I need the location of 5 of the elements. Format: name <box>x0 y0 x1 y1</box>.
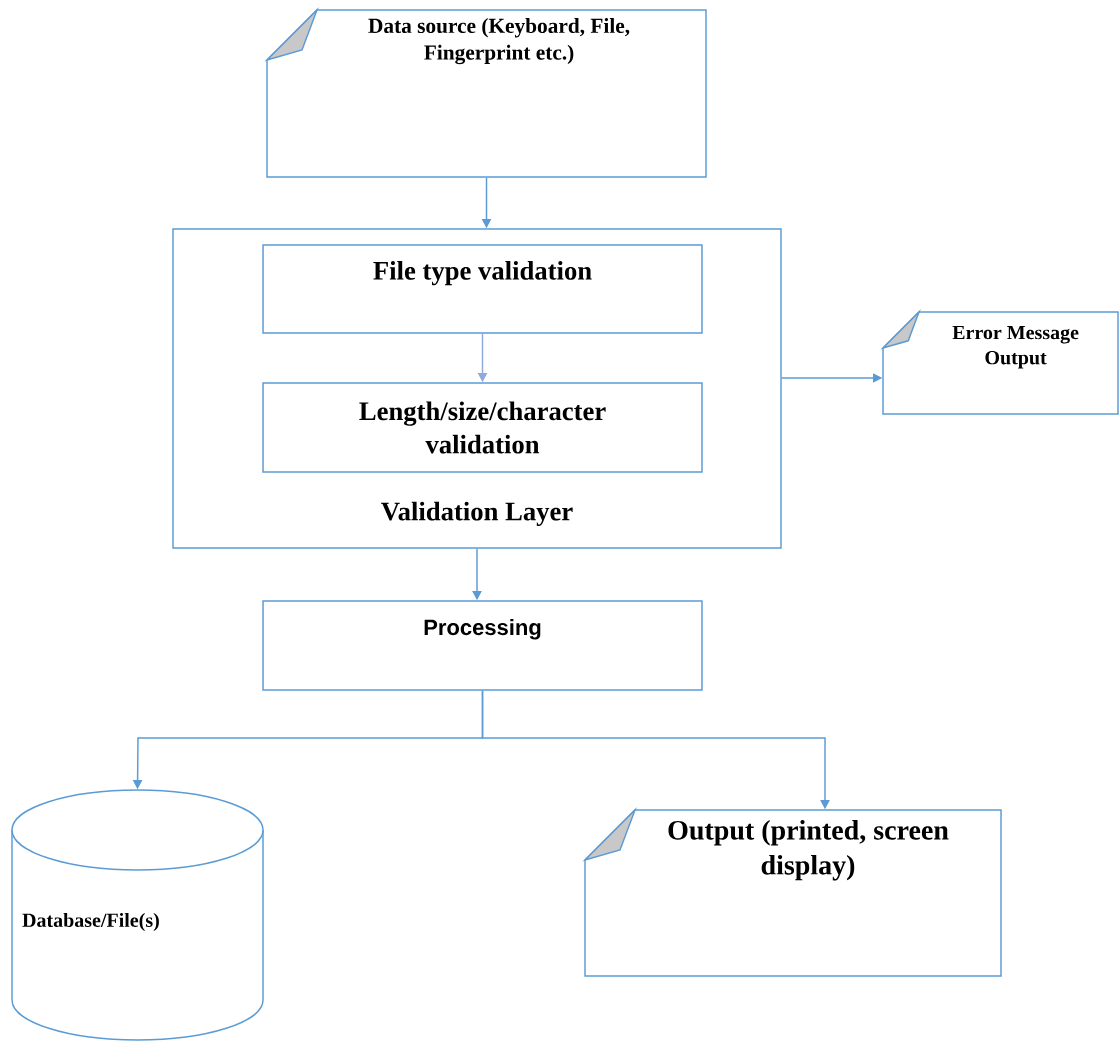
process-box: File type validation <box>262 244 703 334</box>
process-box: Processing <box>262 600 703 691</box>
process-box: Length/size/character validation <box>262 382 703 473</box>
node-label: Database/File(s) <box>22 912 159 932</box>
database-cylinder: Database/File(s) <box>11 789 264 1041</box>
